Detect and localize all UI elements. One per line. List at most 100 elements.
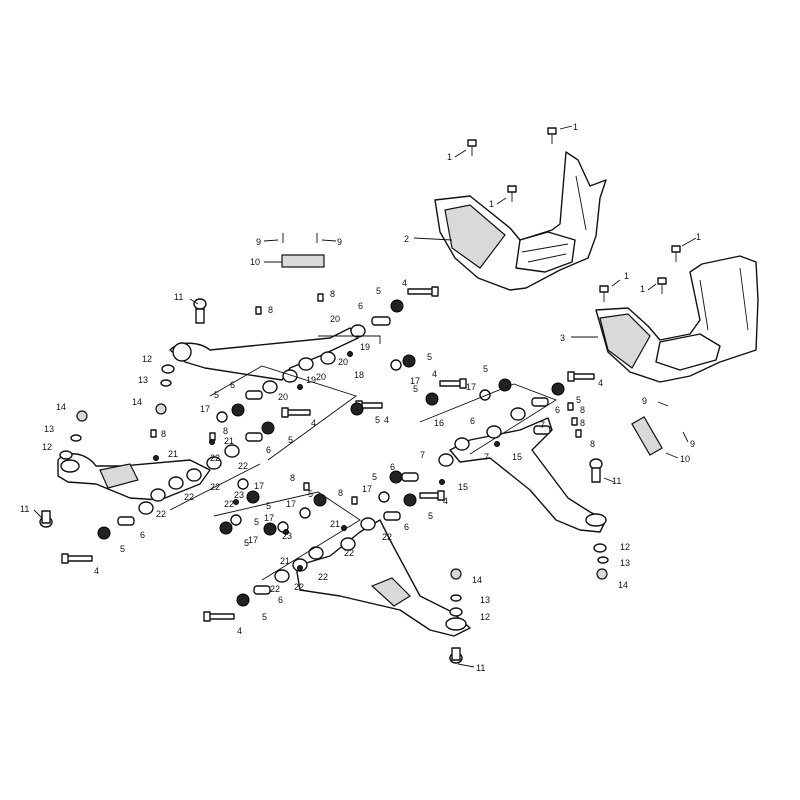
- callout-5: 5: [372, 472, 377, 482]
- callout-7: 7: [484, 452, 489, 462]
- callout-22: 22: [156, 509, 166, 519]
- bolt-group-1: [467, 127, 681, 302]
- callout-9: 9: [690, 439, 695, 449]
- callout-8: 8: [338, 488, 343, 498]
- callout-21: 21: [280, 556, 290, 566]
- ball-joint-11c: [589, 458, 603, 483]
- bushing-group-7: [438, 407, 526, 467]
- bracket-lines: [169, 335, 558, 581]
- callout-6: 6: [358, 301, 363, 311]
- fender-guard-right: [595, 255, 759, 383]
- bolt-1c: [507, 185, 517, 202]
- callout-5: 5: [375, 415, 380, 425]
- callout-4: 4: [384, 415, 389, 425]
- callout-6: 6: [140, 530, 145, 540]
- callout-5: 5: [254, 517, 259, 527]
- bolt-1f: [657, 277, 667, 294]
- callout-21: 21: [330, 519, 340, 529]
- callout-4: 4: [94, 566, 99, 576]
- bushing-group-20: [262, 324, 366, 394]
- callout-19: 19: [306, 375, 316, 385]
- callout-5: 5: [427, 352, 432, 362]
- callout-17: 17: [248, 535, 258, 545]
- callout-21: 21: [224, 436, 234, 446]
- callout-12: 12: [142, 354, 152, 364]
- callout-17: 17: [410, 376, 420, 386]
- callout-14: 14: [472, 575, 482, 585]
- callout-leaders: [33, 125, 697, 668]
- callout-10: 10: [250, 257, 260, 267]
- callout-2: 2: [404, 234, 409, 244]
- callout-3: 3: [560, 333, 565, 343]
- callout-5: 5: [413, 384, 418, 394]
- callout-labels: 1 1 1 1 1 1 2 3 4 4 4 4 4 4 4 4 5 5 5 5 …: [20, 122, 701, 673]
- bolt-1b: [547, 127, 557, 144]
- callout-15: 15: [512, 452, 522, 462]
- callout-18: 18: [354, 370, 364, 380]
- callout-6: 6: [266, 445, 271, 455]
- callout-12: 12: [480, 612, 490, 622]
- callout-6: 6: [278, 595, 283, 605]
- callout-8: 8: [580, 418, 585, 428]
- callout-5: 5: [483, 364, 488, 374]
- callout-15: 15: [458, 482, 468, 492]
- callout-4: 4: [432, 369, 437, 379]
- callout-16: 16: [434, 418, 444, 428]
- callout-22: 22: [270, 584, 280, 594]
- callout-7: 7: [540, 420, 545, 430]
- callout-5: 5: [576, 395, 581, 405]
- callout-20: 20: [330, 314, 340, 324]
- callout-10: 10: [680, 454, 690, 464]
- long-bolt-group-4: [61, 286, 595, 622]
- callout-5: 5: [262, 612, 267, 622]
- callout-5: 5: [308, 489, 313, 499]
- callout-22: 22: [224, 499, 234, 509]
- callout-11: 11: [174, 292, 183, 302]
- callout-17: 17: [286, 499, 296, 509]
- callout-22: 22: [344, 548, 354, 558]
- callout-6: 6: [470, 416, 475, 426]
- callout-11: 11: [476, 663, 485, 673]
- callout-14: 14: [56, 402, 66, 412]
- callout-22: 22: [238, 461, 248, 471]
- callout-8: 8: [161, 429, 166, 439]
- callout-22: 22: [210, 482, 220, 492]
- callout-17: 17: [264, 513, 274, 523]
- callout-7: 7: [420, 450, 425, 460]
- callout-17: 17: [254, 481, 264, 491]
- washer-group-5: [97, 299, 565, 607]
- upper-a-arm-right: [449, 417, 607, 533]
- ball-joint-11a: [193, 298, 207, 324]
- callout-5: 5: [288, 435, 293, 445]
- callout-21: 21: [168, 449, 178, 459]
- callout-12: 12: [620, 542, 630, 552]
- callout-20: 20: [338, 357, 348, 367]
- callout-1: 1: [624, 271, 629, 281]
- callout-4: 4: [237, 626, 242, 636]
- callout-9: 9: [642, 396, 647, 406]
- bolt-1e: [599, 285, 609, 302]
- callout-22: 22: [294, 582, 304, 592]
- callout-19: 19: [360, 342, 370, 352]
- fender-guard-left: [434, 151, 607, 291]
- callout-17: 17: [200, 404, 210, 414]
- callout-5: 5: [428, 511, 433, 521]
- callout-1: 1: [573, 122, 578, 132]
- callout-13: 13: [138, 375, 148, 385]
- callout-9: 9: [337, 237, 342, 247]
- callout-23: 23: [234, 490, 244, 500]
- callout-6: 6: [404, 522, 409, 532]
- small-hardware: [59, 233, 689, 617]
- callout-8: 8: [590, 439, 595, 449]
- callout-5: 5: [214, 390, 219, 400]
- callout-5: 5: [376, 286, 381, 296]
- callout-22: 22: [382, 532, 392, 542]
- bolt-1d: [671, 245, 681, 262]
- callout-1: 1: [696, 232, 701, 242]
- callout-8: 8: [223, 426, 228, 436]
- callout-6: 6: [390, 462, 395, 472]
- callout-8: 8: [290, 473, 295, 483]
- callout-5: 5: [244, 538, 249, 548]
- callout-5: 5: [120, 544, 125, 554]
- callout-14: 14: [618, 580, 628, 590]
